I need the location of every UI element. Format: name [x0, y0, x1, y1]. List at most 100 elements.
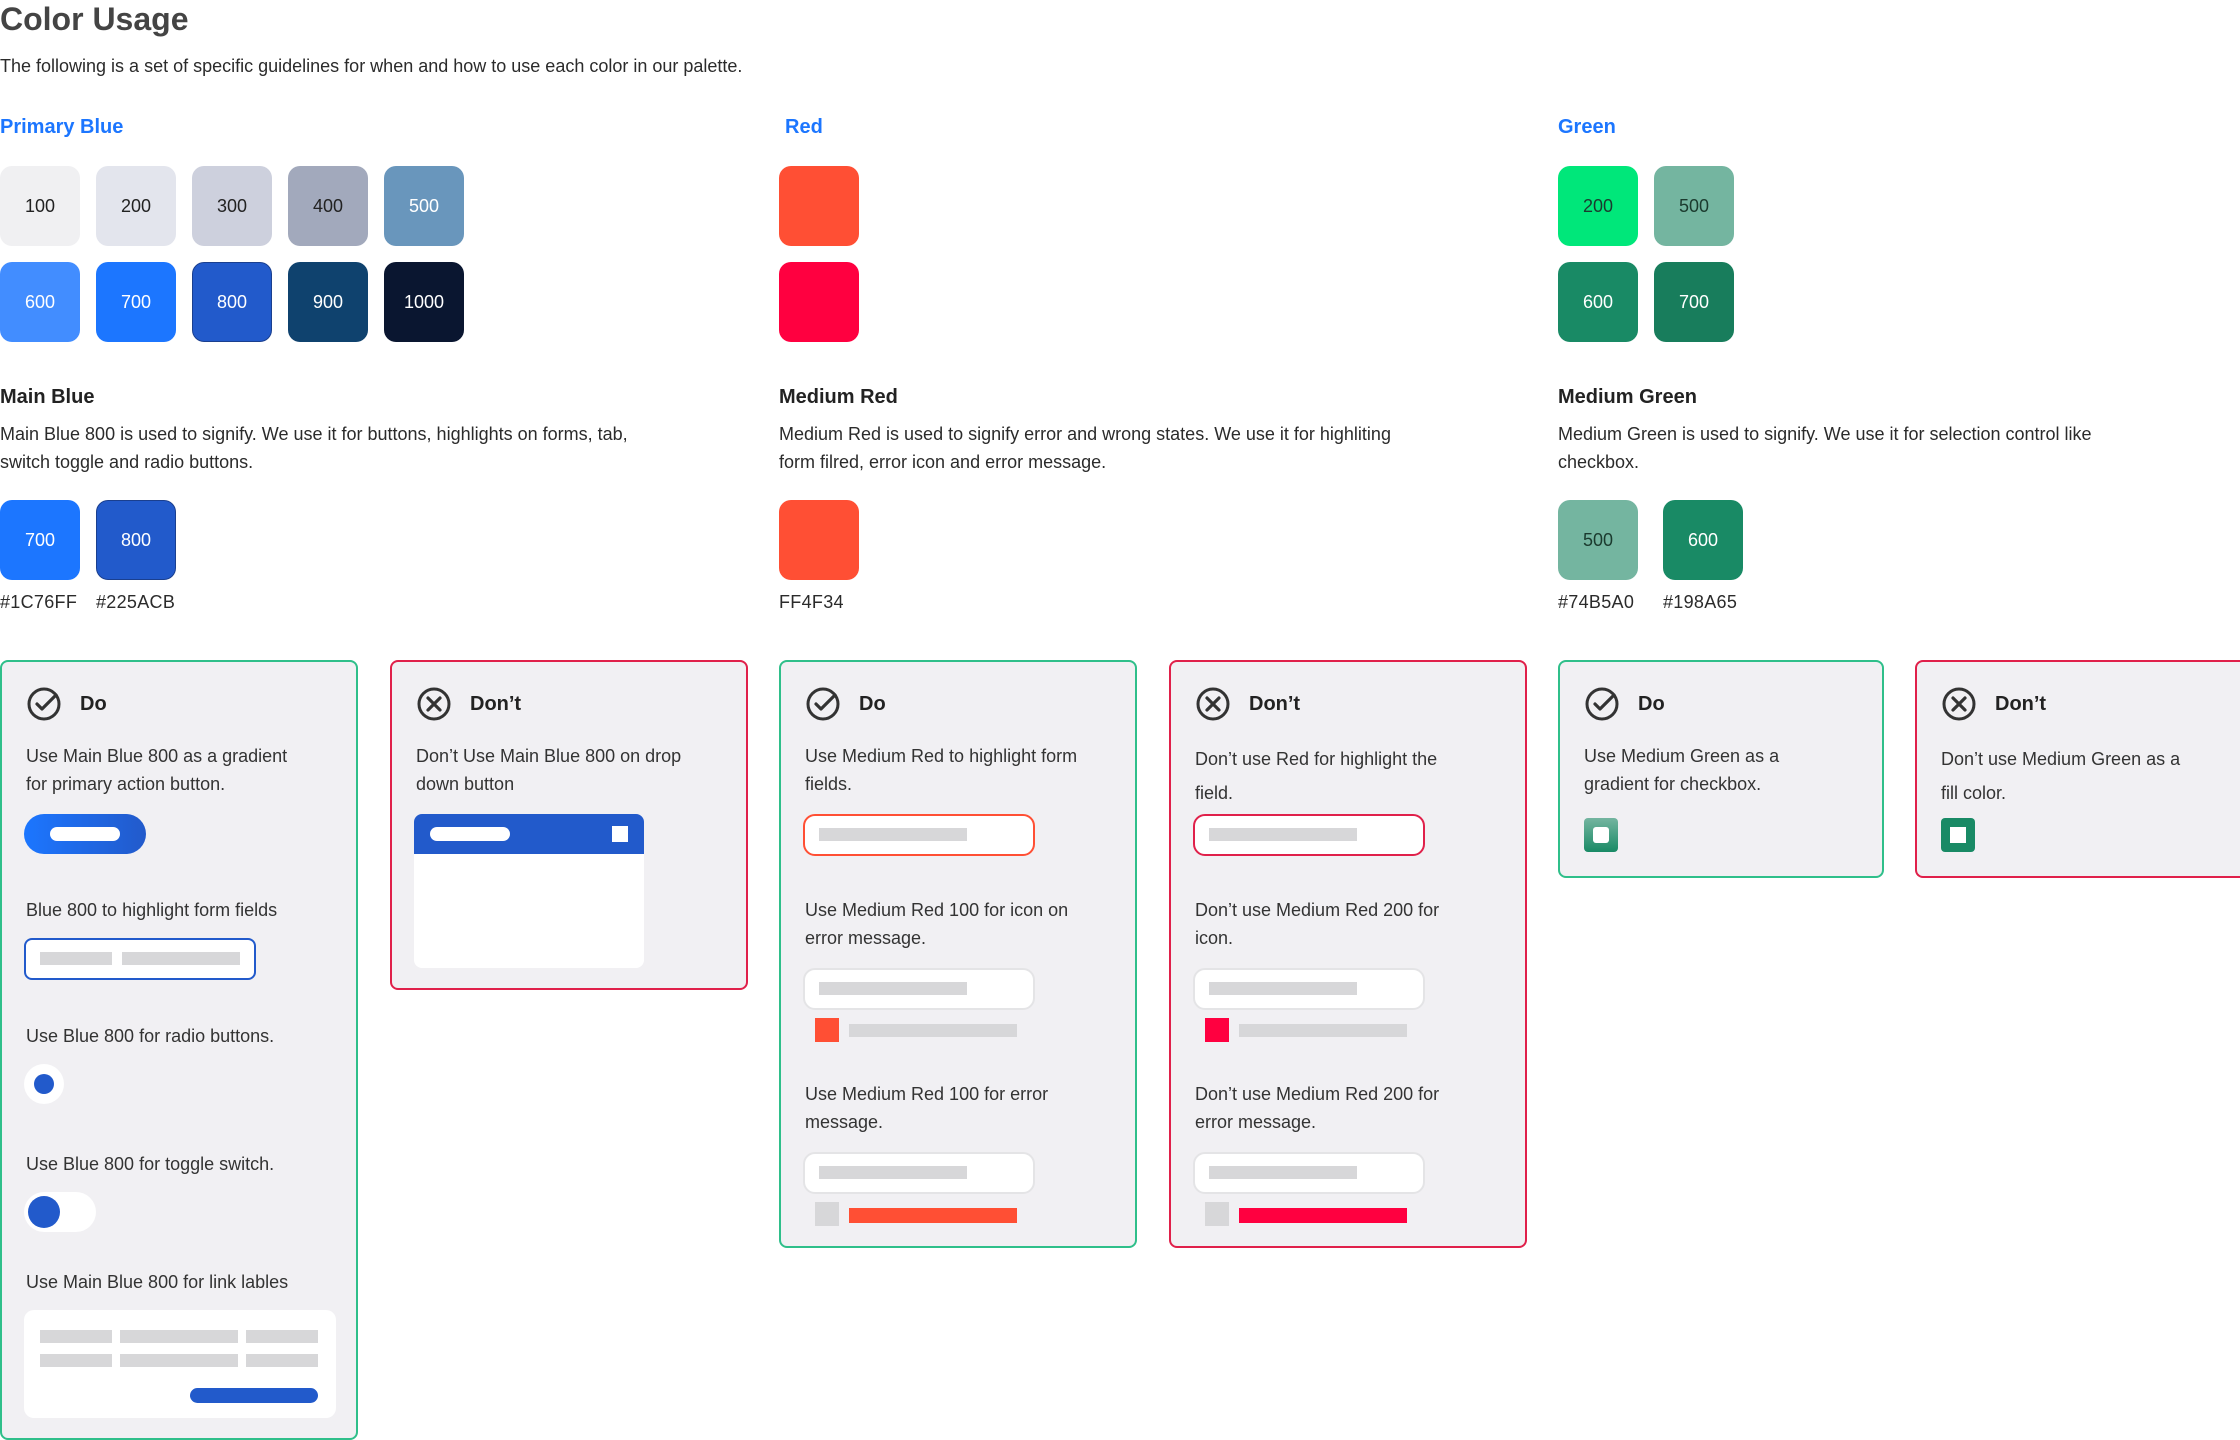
swatch-blue-700: 700: [96, 262, 176, 342]
green-dont-card: Don’t Don’t use Medium Green as a fill c…: [1915, 660, 2240, 878]
red-do-card: Do Use Medium Red to highlight form fiel…: [779, 660, 1137, 1248]
error-message-bar: [849, 1208, 1017, 1223]
red-dont-card: Don’t Don’t use Red for highlight the fi…: [1169, 660, 1527, 1248]
error-message-bar: [1239, 1208, 1407, 1223]
primary-blue-title: Primary Blue: [0, 116, 124, 138]
red-dont-header: Don’t: [1195, 686, 1300, 722]
error-message-placeholder: [1239, 1024, 1407, 1037]
text-line: Use Medium Red 100 for error: [805, 1084, 1049, 1104]
placeholder-bar: [246, 1330, 318, 1343]
blue-do-header: Do: [26, 686, 107, 722]
placeholder-bar: [1209, 1166, 1357, 1179]
swatch-blue-600: 600: [0, 262, 80, 342]
placeholder-bar: [819, 982, 967, 995]
text-line: Use Medium Red to highlight form: [805, 746, 1078, 766]
highlighted-field-sample: [24, 938, 256, 980]
hex-green-500: #74B5A0: [1558, 592, 1635, 612]
placeholder-bar: [1209, 828, 1357, 841]
dropdown-label-placeholder: [430, 827, 510, 841]
blue-do-text2: Blue 800 to highlight form fields: [26, 900, 278, 920]
text-line: gradient for checkbox.: [1584, 774, 1762, 794]
swatch-green-700: 700: [1654, 262, 1734, 342]
toggle-knob: [28, 1196, 60, 1228]
text-line: field.: [1195, 783, 1234, 803]
check-circle-icon: [27, 687, 61, 721]
red-dont-text1: Don’t use Red for highlight the field.: [1195, 742, 1437, 810]
radio-button-sample: [24, 1064, 64, 1104]
text-line: Don’t use Medium Green as a: [1941, 749, 2181, 769]
dropdown-header: [414, 814, 644, 854]
medium-red-description: Medium Red is used to signify error and …: [779, 420, 1391, 476]
green-do-card: Do Use Medium Green as a gradient for ch…: [1558, 660, 1884, 878]
blue-do-text1: Use Main Blue 800 as a gradient for prim…: [26, 742, 287, 798]
error-field-sample: [1193, 968, 1425, 1010]
x-circle-icon: [417, 687, 451, 721]
dropdown-indicator: [612, 826, 628, 842]
page-subtitle: The following is a set of specific guide…: [0, 56, 743, 76]
dont-label: Don’t: [1249, 692, 1301, 715]
text-line: down button: [416, 774, 515, 794]
placeholder-bar: [40, 1354, 112, 1367]
medium-green-description: Medium Green is used to signify. We use …: [1558, 420, 2092, 476]
do-label: Do: [1638, 692, 1665, 715]
gradient-checkbox-sample: [1584, 818, 1618, 852]
error-field-sample: [1193, 1152, 1425, 1194]
hex-green-600: #198A65: [1663, 592, 1738, 612]
red-do-text1: Use Medium Red to highlight form fields.: [805, 742, 1077, 798]
main-swatch-green-500: 500: [1558, 500, 1638, 580]
gradient-button-sample: [24, 814, 146, 854]
medium-green-desc-line2: checkbox.: [1558, 452, 1640, 472]
medium-red-desc-line2: form filred, error icon and error messag…: [779, 452, 1107, 472]
text-line: Don’t use Medium Red 200 for: [1195, 1084, 1440, 1104]
icon-placeholder: [1205, 1202, 1229, 1226]
do-label: Do: [80, 692, 107, 715]
main-swatch-red: [779, 500, 859, 580]
toggle-switch-sample: [24, 1192, 96, 1232]
dont-label: Don’t: [470, 692, 522, 715]
blue-do-text4: Use Blue 800 for toggle switch.: [26, 1154, 275, 1174]
main-blue-desc-line1: Main Blue 800 is used to signify. We use…: [0, 424, 628, 444]
x-circle-icon: [1196, 687, 1230, 721]
x-circle-icon: [1942, 687, 1976, 721]
placeholder-bar: [819, 828, 967, 841]
green-dont-text1: Don’t use Medium Green as a fill color.: [1941, 742, 2180, 810]
green-do-header: Do: [1584, 686, 1665, 722]
swatch-blue-500: 500: [384, 166, 464, 246]
text-line: fields.: [805, 774, 853, 794]
text-line: fill color.: [1941, 783, 2007, 803]
check-circle-icon: [806, 687, 840, 721]
swatch-green-500: 500: [1654, 166, 1734, 246]
main-swatch-green-600: 600: [1663, 500, 1743, 580]
blue-dont-card: Don’t Don’t Use Main Blue 800 on drop do…: [390, 660, 748, 990]
blue-dont-header: Don’t: [416, 686, 521, 722]
placeholder-bar: [819, 1166, 967, 1179]
page-title: Color Usage: [0, 1, 189, 37]
icon-placeholder: [815, 1202, 839, 1226]
swatch-red-200: [779, 262, 859, 342]
check-circle-icon: [1585, 687, 1619, 721]
red-title: Red: [785, 116, 823, 138]
placeholder-bar: [1209, 982, 1357, 995]
green-title: Green: [1558, 116, 1616, 138]
button-label-placeholder: [50, 827, 120, 841]
text-line: Don’t use Red for highlight the: [1195, 749, 1438, 769]
text-line: icon.: [1195, 928, 1234, 948]
green-dont-header: Don’t: [1941, 686, 2046, 722]
placeholder-bar: [40, 952, 112, 965]
link-label-bar: [190, 1388, 318, 1403]
main-blue-description: Main Blue 800 is used to signify. We use…: [0, 420, 628, 476]
text-line: Use Medium Green as a: [1584, 746, 1780, 766]
red-dont-text2: Don’t use Medium Red 200 for icon.: [1195, 896, 1439, 952]
swatch-blue-300: 300: [192, 166, 272, 246]
dropdown-sample: [414, 814, 644, 968]
placeholder-bar: [40, 1330, 112, 1343]
medium-red-title: Medium Red: [779, 386, 898, 408]
blue-do-text3: Use Blue 800 for radio buttons.: [26, 1026, 275, 1046]
red-200-highlighted-field: [1193, 814, 1425, 856]
filled-checkbox-sample: [1941, 818, 1975, 852]
medium-green-title: Medium Green: [1558, 386, 1697, 408]
placeholder-bar: [122, 952, 240, 965]
error-field-sample: [803, 968, 1035, 1010]
do-label: Do: [859, 692, 886, 715]
red-dont-text3: Don’t use Medium Red 200 for error messa…: [1195, 1080, 1439, 1136]
